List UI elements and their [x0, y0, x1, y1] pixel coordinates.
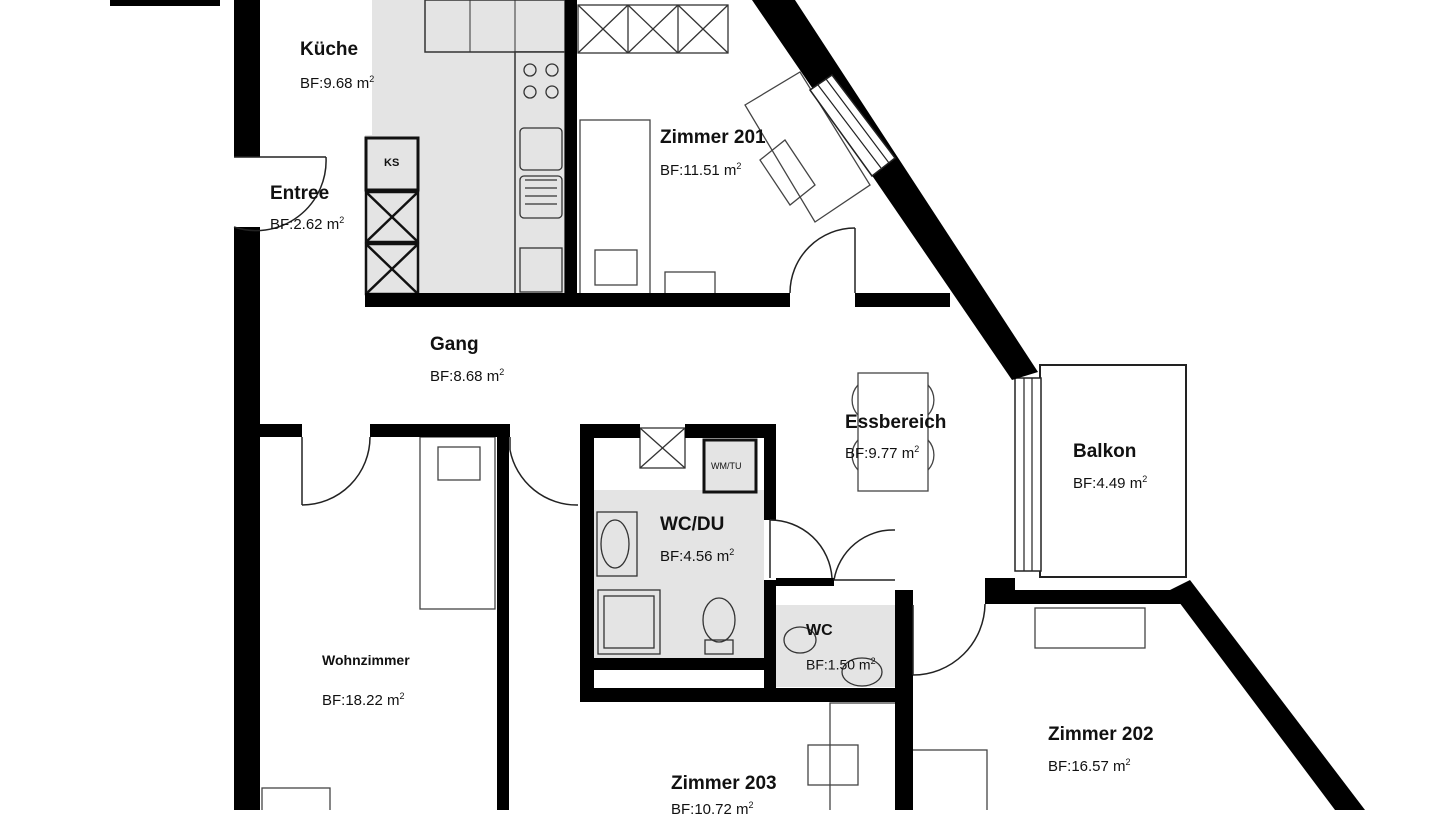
fridge-box	[364, 136, 420, 192]
room-name-gang: Gang	[430, 334, 479, 355]
kitchen-cabinet-column	[364, 190, 420, 296]
wardrobe-201	[577, 4, 729, 54]
room-name-balkon: Balkon	[1073, 441, 1137, 462]
wc-floor	[776, 605, 896, 687]
diagonal-wall-north	[752, 0, 1038, 380]
room-name-wcdu: WC/DU	[660, 514, 725, 535]
wohnzimmer-furniture	[261, 436, 496, 810]
balcony-outline	[1039, 364, 1187, 578]
room-area-kueche: BF:9.68 m2	[300, 74, 375, 92]
stove-icon	[523, 63, 559, 99]
room-area-gang: BF:8.68 m2	[430, 367, 505, 385]
room-name-wc: WC	[806, 622, 833, 639]
bathroom-floor	[594, 490, 764, 658]
room-area-balkon: BF:4.49 m2	[1073, 474, 1148, 492]
room-area-wcdu: BF:4.56 m2	[660, 547, 735, 565]
kitchen-floor	[365, 0, 515, 295]
room-name-zimmer201: Zimmer 201	[660, 127, 766, 148]
kitchen-sink-icon	[519, 127, 563, 219]
room-name-wohnzimmer: Wohnzimmer	[322, 652, 410, 668]
room-name-kueche: Küche	[300, 39, 359, 60]
room-area-entree: BF:2.62 m2	[270, 215, 345, 233]
room-area-zimmer202: BF:16.57 m2	[1048, 757, 1131, 775]
zimmer202-furniture	[911, 607, 1146, 810]
room-name-entree: Entree	[270, 183, 330, 204]
zimmer203-furniture	[807, 702, 901, 810]
room-area-wc: BF:1.50 m2	[806, 656, 876, 673]
washer-dryer-box	[702, 438, 758, 494]
dining-table-icon	[851, 372, 935, 492]
diagonal-wall-south	[1170, 580, 1365, 810]
fridge-label: KS	[384, 157, 400, 169]
balcony-window	[1014, 377, 1042, 572]
doors	[233, 156, 986, 676]
wc-fixtures	[783, 626, 883, 687]
room-area-wohnzimmer: BF:18.22 m2	[322, 691, 405, 709]
walls	[110, 0, 1185, 810]
room-name-zimmer202: Zimmer 202	[1048, 724, 1154, 745]
room-area-zimmer201: BF:11.51 m2	[660, 161, 742, 179]
diagonal-window	[808, 73, 897, 178]
room-area-essbereich: BF:9.77 m2	[845, 444, 920, 462]
room-name-essbereich: Essbereich	[845, 412, 947, 433]
room-area-zimmer203: BF:10.72 m2	[671, 800, 754, 818]
kitchen-upper-cabinets	[424, 0, 566, 53]
washer-dryer-label: WM/TU	[711, 461, 742, 471]
bathroom-fixtures	[596, 427, 736, 655]
room-name-zimmer203: Zimmer 203	[671, 773, 777, 794]
